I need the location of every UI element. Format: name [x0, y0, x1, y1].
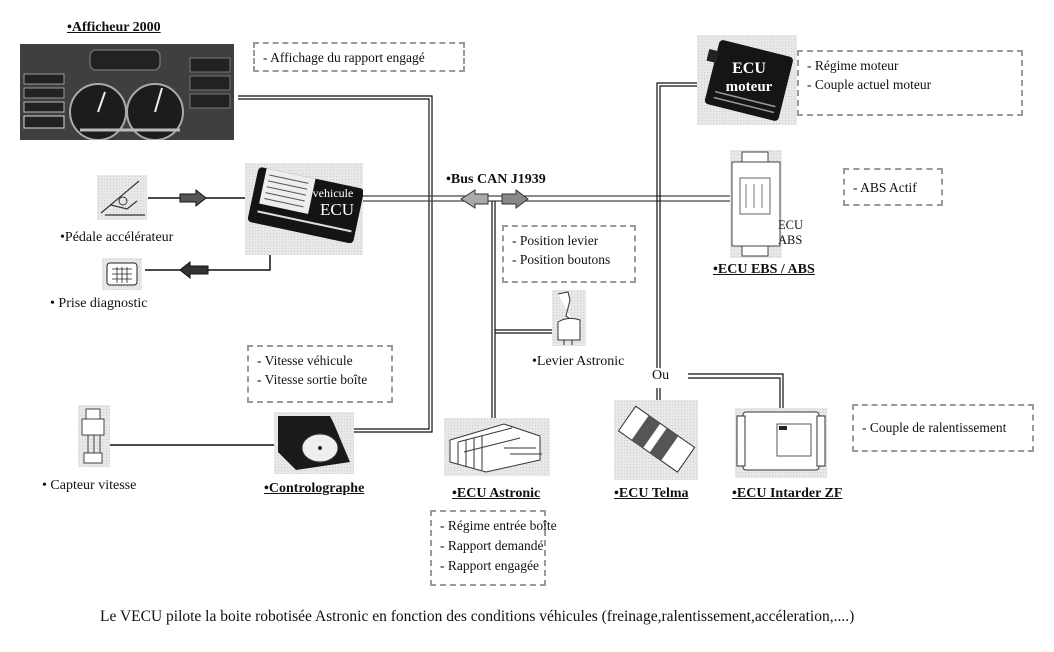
note-astronic: - Régime entrée boîte - Rapport demandé … — [430, 510, 557, 586]
note-line: - Rapport engagée — [440, 558, 539, 573]
arrow-ecu-to-prise — [179, 260, 209, 280]
astronic-ecu-icon — [444, 418, 550, 476]
intarder-ecu-icon — [735, 408, 827, 478]
note-moteur: - Régime moteur - Couple actuel moteur — [797, 50, 1023, 116]
note-line: - Position levier — [512, 233, 599, 248]
note-controlographe: - Vitesse véhicule - Vitesse sortie boît… — [247, 345, 393, 403]
arrow-bus-right — [501, 189, 529, 209]
arrow-bus-left — [460, 189, 489, 209]
tachograph-icon — [274, 412, 354, 474]
controlographe-title: •Controlographe — [264, 481, 365, 496]
vehicle-ecu-text1: vehicule — [313, 186, 354, 200]
wire-astronic — [491, 201, 496, 425]
note-line: - Vitesse véhicule — [257, 353, 353, 368]
note-line: - Couple actuel moteur — [807, 77, 932, 92]
capteur-label: • Capteur vitesse — [42, 478, 137, 493]
levier-label: •Levier Astronic — [532, 354, 625, 369]
ecu-abs-title: •ECU EBS / ABS — [713, 262, 815, 277]
pedale-label: •Pédale accélérateur — [60, 230, 174, 245]
wire-afficheur — [238, 95, 433, 433]
abs-ecu-inner1: ECU — [778, 218, 803, 232]
note-line: - ABS Actif — [853, 180, 917, 195]
vehicle-ecu-text2: ECU — [320, 200, 354, 219]
abs-ecu-icon — [730, 150, 782, 258]
arrow-pedale-to-ecu — [179, 188, 207, 208]
bus-can-label: •Bus CAN J1939 — [446, 172, 546, 187]
wire-afficheur-inner — [238, 98, 430, 430]
wire-intarder — [688, 373, 784, 412]
prise-label: • Prise diagnostic — [50, 296, 148, 311]
afficheur-title: •Afficheur 2000 — [67, 20, 161, 35]
engine-ecu-icon: ECU moteur — [697, 35, 797, 125]
speed-sensor-icon — [78, 405, 110, 467]
wire-levier — [495, 329, 556, 334]
ecu-moteur-text2: moteur — [726, 79, 773, 95]
note-levier: - Position levier - Position boutons — [502, 225, 636, 283]
gear-lever-icon — [552, 290, 586, 346]
ecu-telma-title: •ECU Telma — [614, 486, 689, 501]
ecu-astronic-title: •ECU Astronic — [452, 486, 541, 501]
note-line: - Régime moteur — [807, 58, 899, 73]
diagram-caption: Le VECU pilote la boite robotisée Astron… — [100, 608, 855, 625]
vehicle-ecu-icon: vehicule ECU — [245, 163, 364, 255]
abs-ecu-inner2: ABS — [778, 233, 803, 247]
note-line: - Affichage du rapport engagé — [263, 50, 425, 65]
note-abs: - ABS Actif — [843, 168, 943, 206]
accelerator-pedal-icon — [97, 175, 147, 220]
note-intarder: - Couple de ralentissement — [852, 404, 1034, 452]
instrument-cluster-icon — [20, 44, 234, 141]
telma-ecu-icon — [614, 400, 698, 480]
ecu-moteur-text1: ECU — [732, 60, 766, 77]
note-afficheur: - Affichage du rapport engagé — [253, 42, 465, 72]
abs-ecu-inner-label: ECU ABS — [778, 218, 803, 248]
note-line: - Position boutons — [512, 252, 611, 267]
ou-label: Ou — [652, 368, 670, 383]
diagnostic-socket-icon — [102, 258, 142, 290]
note-line: - Vitesse sortie boîte — [257, 372, 368, 387]
note-line: - Régime entrée boîte — [440, 518, 557, 533]
ecu-intarder-title: •ECU Intarder ZF — [732, 486, 843, 501]
wire-moteur-inner — [659, 85, 707, 368]
note-line: - Rapport demandé — [440, 538, 544, 553]
note-line: - Couple de ralentissement — [862, 420, 1007, 435]
wire-moteur — [656, 82, 707, 368]
